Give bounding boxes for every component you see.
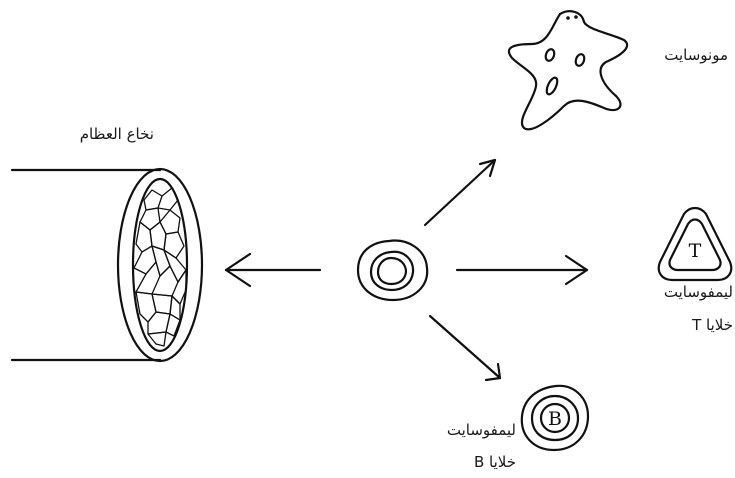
- monocyte-cell: [509, 11, 627, 129]
- t-cell-glyph: T: [689, 240, 702, 262]
- b-lymphocyte-sublabel: خلايا B: [410, 455, 516, 470]
- spongy-bone-texture: [134, 188, 186, 346]
- arrow-to-monocyte: [425, 160, 495, 225]
- monocyte-label: مونوسايت: [618, 48, 728, 63]
- t-lymphocyte-sublabel: خلايا T: [625, 318, 733, 333]
- b-lymphocyte-cell: B: [522, 386, 588, 450]
- t-lymphocyte-cell: T: [659, 208, 732, 280]
- arrow-to-t-lymphocyte: [457, 256, 587, 284]
- b-lymphocyte-label: ليمفوسايت: [410, 423, 516, 438]
- bone-marrow-label: نخاع العظام: [38, 127, 154, 142]
- arrow-to-bone-marrow: [226, 254, 320, 286]
- b-cell-glyph: B: [548, 408, 562, 430]
- stem-cell: [358, 241, 427, 300]
- t-lymphocyte-label: ليمفوسايت: [625, 285, 733, 300]
- arrow-to-b-lymphocyte: [430, 316, 500, 380]
- bone-marrow-cylinder: [12, 169, 202, 361]
